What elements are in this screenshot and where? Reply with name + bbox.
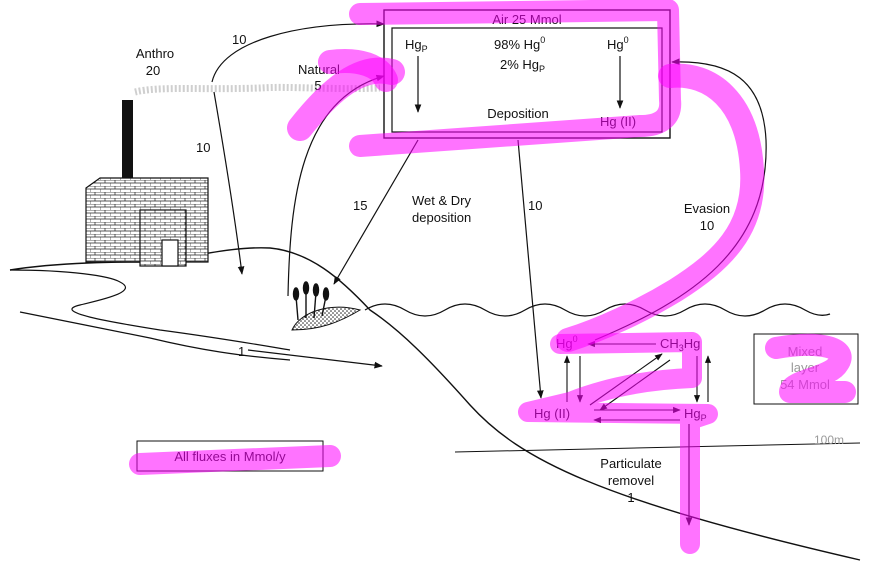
deposition-to-ocean-arrow [518, 140, 541, 398]
air-deposition-label: Deposition [487, 106, 548, 121]
highlight-ocean-box [528, 342, 708, 544]
wetland-marsh [292, 307, 360, 330]
anthro-value: 20 [146, 63, 160, 78]
wet-dry-value: 15 [353, 198, 367, 213]
highlight-air-box [360, 10, 670, 146]
air-composition-hg0: 98% Hg0 [494, 35, 545, 52]
smokestack [122, 100, 133, 182]
river-flux-value: 1 [238, 344, 245, 359]
particulate-value: 1 [627, 490, 634, 505]
particulate-label-1: Particulate [600, 456, 661, 471]
evasion-value: 10 [700, 218, 714, 233]
wet-dry-label-2: deposition [412, 210, 471, 225]
wet-dry-label-1: Wet & Dry [412, 193, 471, 208]
landscape [10, 87, 860, 560]
highlight-units-note [140, 456, 330, 464]
anthro-label: Anthro [136, 46, 174, 61]
anthro-to-land-arrow [214, 92, 242, 274]
anthro-to-land-value: 10 [196, 140, 210, 155]
wet-dry-deposition-arrow [334, 140, 418, 284]
anthro-to-air-value: 10 [232, 32, 246, 47]
factory-door [162, 240, 178, 266]
evasion-label: Evasion [684, 201, 730, 216]
sea-surface [365, 304, 830, 316]
air-composition-hgp: 2% HgP [500, 57, 545, 74]
deposition-to-ocean-value: 10 [528, 198, 542, 213]
factory [86, 87, 380, 266]
magenta-highlights [140, 10, 845, 544]
air-hgp: HgP [405, 37, 428, 54]
air-hg0: Hg0 [607, 35, 629, 52]
river-bank-lower [20, 312, 290, 360]
depth-label: 100m [814, 433, 844, 447]
land-surface [10, 248, 860, 560]
particulate-label-2: removel [608, 473, 654, 488]
